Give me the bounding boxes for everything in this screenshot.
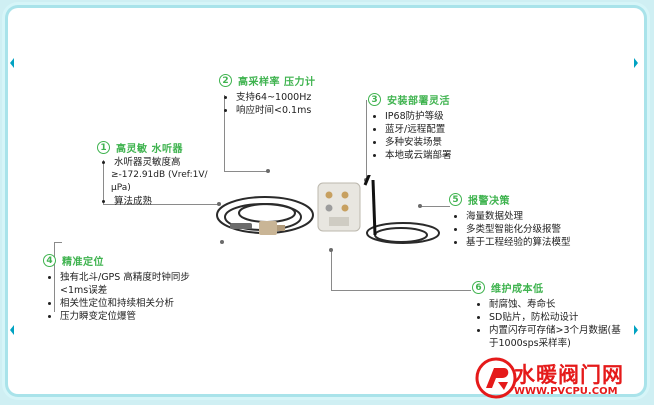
feature-item: 相关性定位和持续相关分析 (60, 297, 213, 310)
feature-title: 精准定位 (62, 257, 104, 268)
arrow-left-icon (10, 58, 14, 68)
site-watermark: 水暖阀门网 WWW.PVCPU.COM (474, 356, 650, 402)
feature-number-badge: 4 (43, 254, 56, 267)
feature-title: 安装部署灵活 (387, 96, 450, 107)
feature-item: 本地或云端部署 (385, 149, 508, 162)
feature-item: 支持64~1000Hz (236, 91, 359, 104)
arrow-right-icon (634, 58, 638, 68)
leader-line (331, 250, 332, 290)
watermark-logo-icon (475, 357, 517, 399)
feature-item: 响应时间<0.1ms (236, 104, 359, 117)
leak-monitor-device-illustration (216, 175, 440, 244)
feature-alarm-decision: 5 报警决策 海量数据处理 多类型智能化分级报警 基于工程经验的算法模型 (449, 192, 609, 249)
leader-line (54, 242, 62, 243)
feature-title: 报警决策 (468, 196, 510, 207)
feature-item: 基于工程经验的算法模型 (466, 236, 609, 249)
leader-line (366, 100, 367, 180)
feature-item: 压力瞬变定位爆管 (60, 310, 213, 323)
feature-item: 独有北斗/GPS 高精度时钟同步<1ms误差 (60, 271, 213, 297)
leader-line (420, 206, 450, 207)
watermark-title: 水暖阀门网 (514, 363, 624, 387)
feature-item: IP68防护等级 (385, 110, 508, 123)
feature-sensitive-hydrophone: 1 高灵敏 水听器 水听器灵敏度高 ≥-172.91dB (Vref:1V/μP… (97, 140, 227, 208)
feature-high-sample-rate-pressure-gauge: 2 高采样率 压力计 支持64~1000Hz 响应时间<0.1ms (219, 73, 359, 117)
feature-title: 维护成本低 (491, 284, 544, 295)
feature-item: 内置闪存可存储>3个月数据(基于1000sps采样率) (489, 324, 630, 350)
arrow-left-icon (10, 325, 14, 335)
feature-item-detail: ≥-172.91dB (Vref:1V/μPa) (111, 170, 208, 193)
leader-dot (266, 169, 270, 173)
leader-dot (329, 248, 333, 252)
feature-item: 水听器灵敏度高 (114, 156, 227, 169)
feature-item: 海量数据处理 (466, 210, 609, 223)
feature-flexible-deployment: 3 安装部署灵活 IP68防护等级 蓝牙/远程配置 多种安装场景 本地或云端部署 (368, 92, 508, 162)
feature-title: 高采样率 压力计 (238, 77, 316, 88)
feature-item: 耐腐蚀、寿命长 (489, 298, 630, 311)
leader-line (224, 171, 268, 172)
feature-number-badge: 2 (219, 74, 232, 87)
leader-line (54, 242, 55, 312)
feature-number-badge: 1 (97, 141, 110, 154)
feature-item: 算法成熟 (114, 195, 227, 208)
leader-line (224, 95, 225, 171)
feature-low-maintenance-cost: 6 维护成本低 耐腐蚀、寿命长 SD贴片，防松动设计 内置闪存可存储>3个月数据… (472, 280, 630, 350)
feature-item: 蓝牙/远程配置 (385, 123, 508, 136)
feature-title: 高灵敏 水听器 (116, 144, 183, 155)
leader-line (331, 290, 471, 291)
feature-item: 多类型智能化分级报警 (466, 223, 609, 236)
leader-dot (418, 204, 422, 208)
feature-item: SD贴片，防松动设计 (489, 311, 630, 324)
feature-precise-positioning: 4 精准定位 独有北斗/GPS 高精度时钟同步<1ms误差 相关性定位和持续相关… (43, 253, 213, 323)
leader-dot (220, 240, 224, 244)
arrow-right-icon (634, 325, 638, 335)
feature-number-badge: 6 (472, 281, 485, 294)
watermark-url: WWW.PVCPU.COM (514, 386, 618, 397)
leader-line (103, 160, 104, 204)
feature-number-badge: 3 (368, 93, 381, 106)
feature-number-badge: 5 (449, 193, 462, 206)
feature-item: 多种安装场景 (385, 136, 508, 149)
leader-line (103, 204, 219, 205)
leader-dot (217, 202, 221, 206)
